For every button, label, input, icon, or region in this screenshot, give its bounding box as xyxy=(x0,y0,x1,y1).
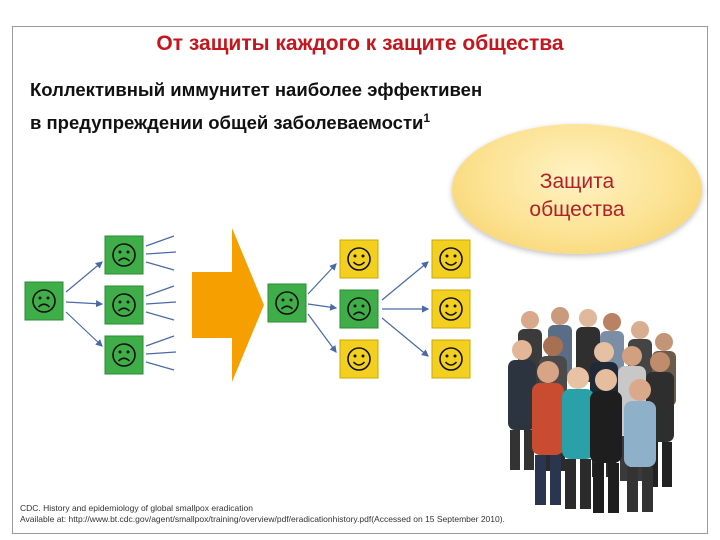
footnote-line-1: CDC. History and epidemiology of global … xyxy=(20,503,253,513)
footnote-line-2: Available at: http://www.bt.cdc.gov/agen… xyxy=(20,514,505,524)
footnote: CDC. History and epidemiology of global … xyxy=(20,503,700,525)
